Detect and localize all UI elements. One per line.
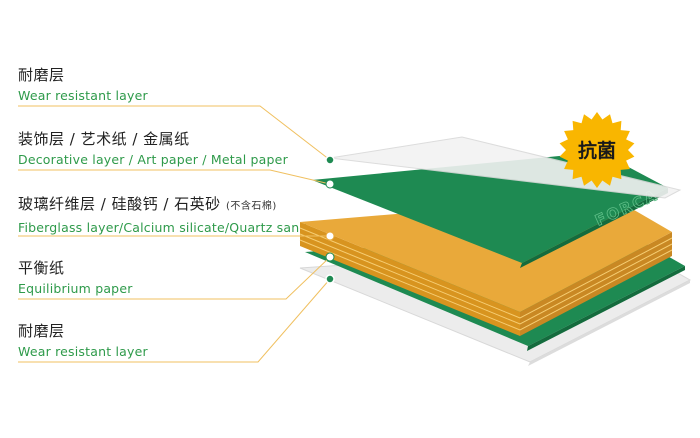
leader-line: [18, 169, 331, 185]
label-en: Wear resistant layer: [18, 344, 148, 359]
marker-dot: [325, 231, 335, 241]
core-line: [299, 239, 673, 331]
label-zh-main: 玻璃纤维层 / 硅酸钙 / 石英砂: [18, 195, 221, 213]
label-en: Decorative layer / Art paper / Metal pap…: [18, 152, 288, 167]
label-zh: 平衡纸: [18, 259, 65, 277]
marker-dot: [325, 155, 335, 165]
leader-line: [18, 105, 331, 161]
core-line: [299, 227, 673, 319]
label-zh: 耐磨层: [18, 66, 65, 84]
label-zh: 玻璃纤维层 / 硅酸钙 / 石英砂 (不含石棉): [18, 195, 308, 216]
label-decorative-layer: 装饰层 / 艺术纸 / 金属纸 Decorative layer / Art p…: [18, 130, 288, 168]
equilibrium-sheet-edge: [527, 266, 685, 351]
badge-starburst: [559, 112, 635, 188]
badge-label: 抗菌: [578, 139, 616, 162]
label-zh: 装饰层 / 艺术纸 / 金属纸: [18, 130, 190, 148]
marker-dots: [325, 155, 335, 284]
label-wear-layer-bottom: 耐磨层 Wear resistant layer: [18, 322, 148, 360]
label-en: Wear resistant layer: [18, 88, 148, 103]
label-zh: 耐磨层: [18, 322, 65, 340]
marker-dot: [325, 252, 335, 262]
marker-dot: [325, 274, 335, 284]
label-en: Fiberglass layer/Calcium silicate/Quartz…: [18, 220, 308, 235]
leader-line: [18, 278, 331, 363]
label-en: Equilibrium paper: [18, 281, 133, 296]
decorative-sheet-edge: [520, 188, 668, 268]
label-equilibrium-paper: 平衡纸 Equilibrium paper: [18, 259, 133, 297]
top-wear-sheet: [329, 136, 682, 199]
label-zh-note: (不含石棉): [225, 201, 277, 212]
bottom-wear-sheet-edge: [528, 280, 690, 366]
label-wear-layer-top: 耐磨层 Wear resistant layer: [18, 66, 148, 104]
core-line: [299, 233, 673, 325]
marker-dot: [325, 179, 335, 189]
label-fiberglass-layer: 玻璃纤维层 / 硅酸钙 / 石英砂 (不含石棉) Fiberglass laye…: [18, 195, 308, 236]
leader-line: [18, 256, 331, 300]
core-layer-lines: [299, 227, 673, 331]
leader-lines: [18, 105, 331, 363]
antibacterial-badge: 抗菌: [559, 112, 635, 188]
